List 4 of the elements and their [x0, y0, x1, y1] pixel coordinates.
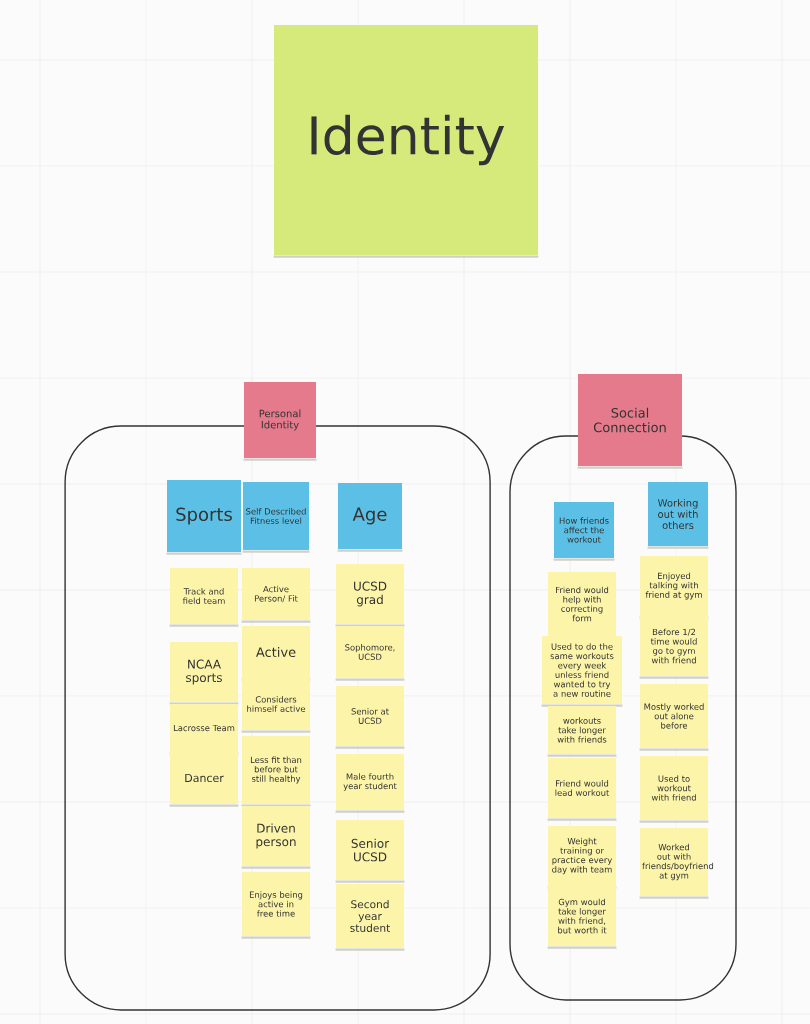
title-sticky-note: Identity [273, 25, 539, 258]
category-sticky-note: Age [337, 483, 403, 552]
category-sticky-note: Sports [166, 480, 242, 555]
group-frame [509, 435, 737, 1001]
